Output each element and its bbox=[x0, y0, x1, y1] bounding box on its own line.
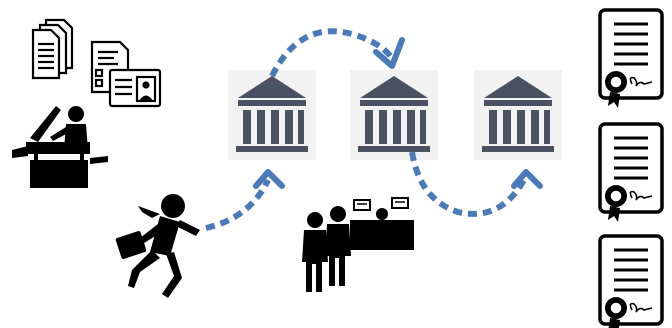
bank-building-icon bbox=[350, 70, 438, 160]
people-at-counter-icon bbox=[302, 197, 414, 292]
document-stack-icon bbox=[31, 18, 74, 80]
certificate-with-seal-icon bbox=[598, 234, 664, 328]
bank-building-icon bbox=[474, 70, 562, 160]
certificate-with-seal-icon bbox=[598, 122, 664, 224]
photocopier-operator-icon bbox=[12, 106, 108, 188]
bank-building-icon bbox=[228, 70, 316, 160]
running-businessman-icon bbox=[115, 194, 200, 298]
flow-arrow-runner-to-bank bbox=[205, 178, 271, 231]
arrowhead-3 bbox=[511, 169, 543, 189]
certificate-with-seal-icon bbox=[598, 8, 664, 110]
arrowhead-2 bbox=[373, 37, 405, 69]
flow-arrow-bank2-to-bank3 bbox=[409, 151, 527, 217]
flow-arrow-bank-to-bank bbox=[269, 28, 395, 78]
arrowhead-1 bbox=[253, 169, 285, 189]
form-and-id-card-icon bbox=[90, 40, 162, 108]
